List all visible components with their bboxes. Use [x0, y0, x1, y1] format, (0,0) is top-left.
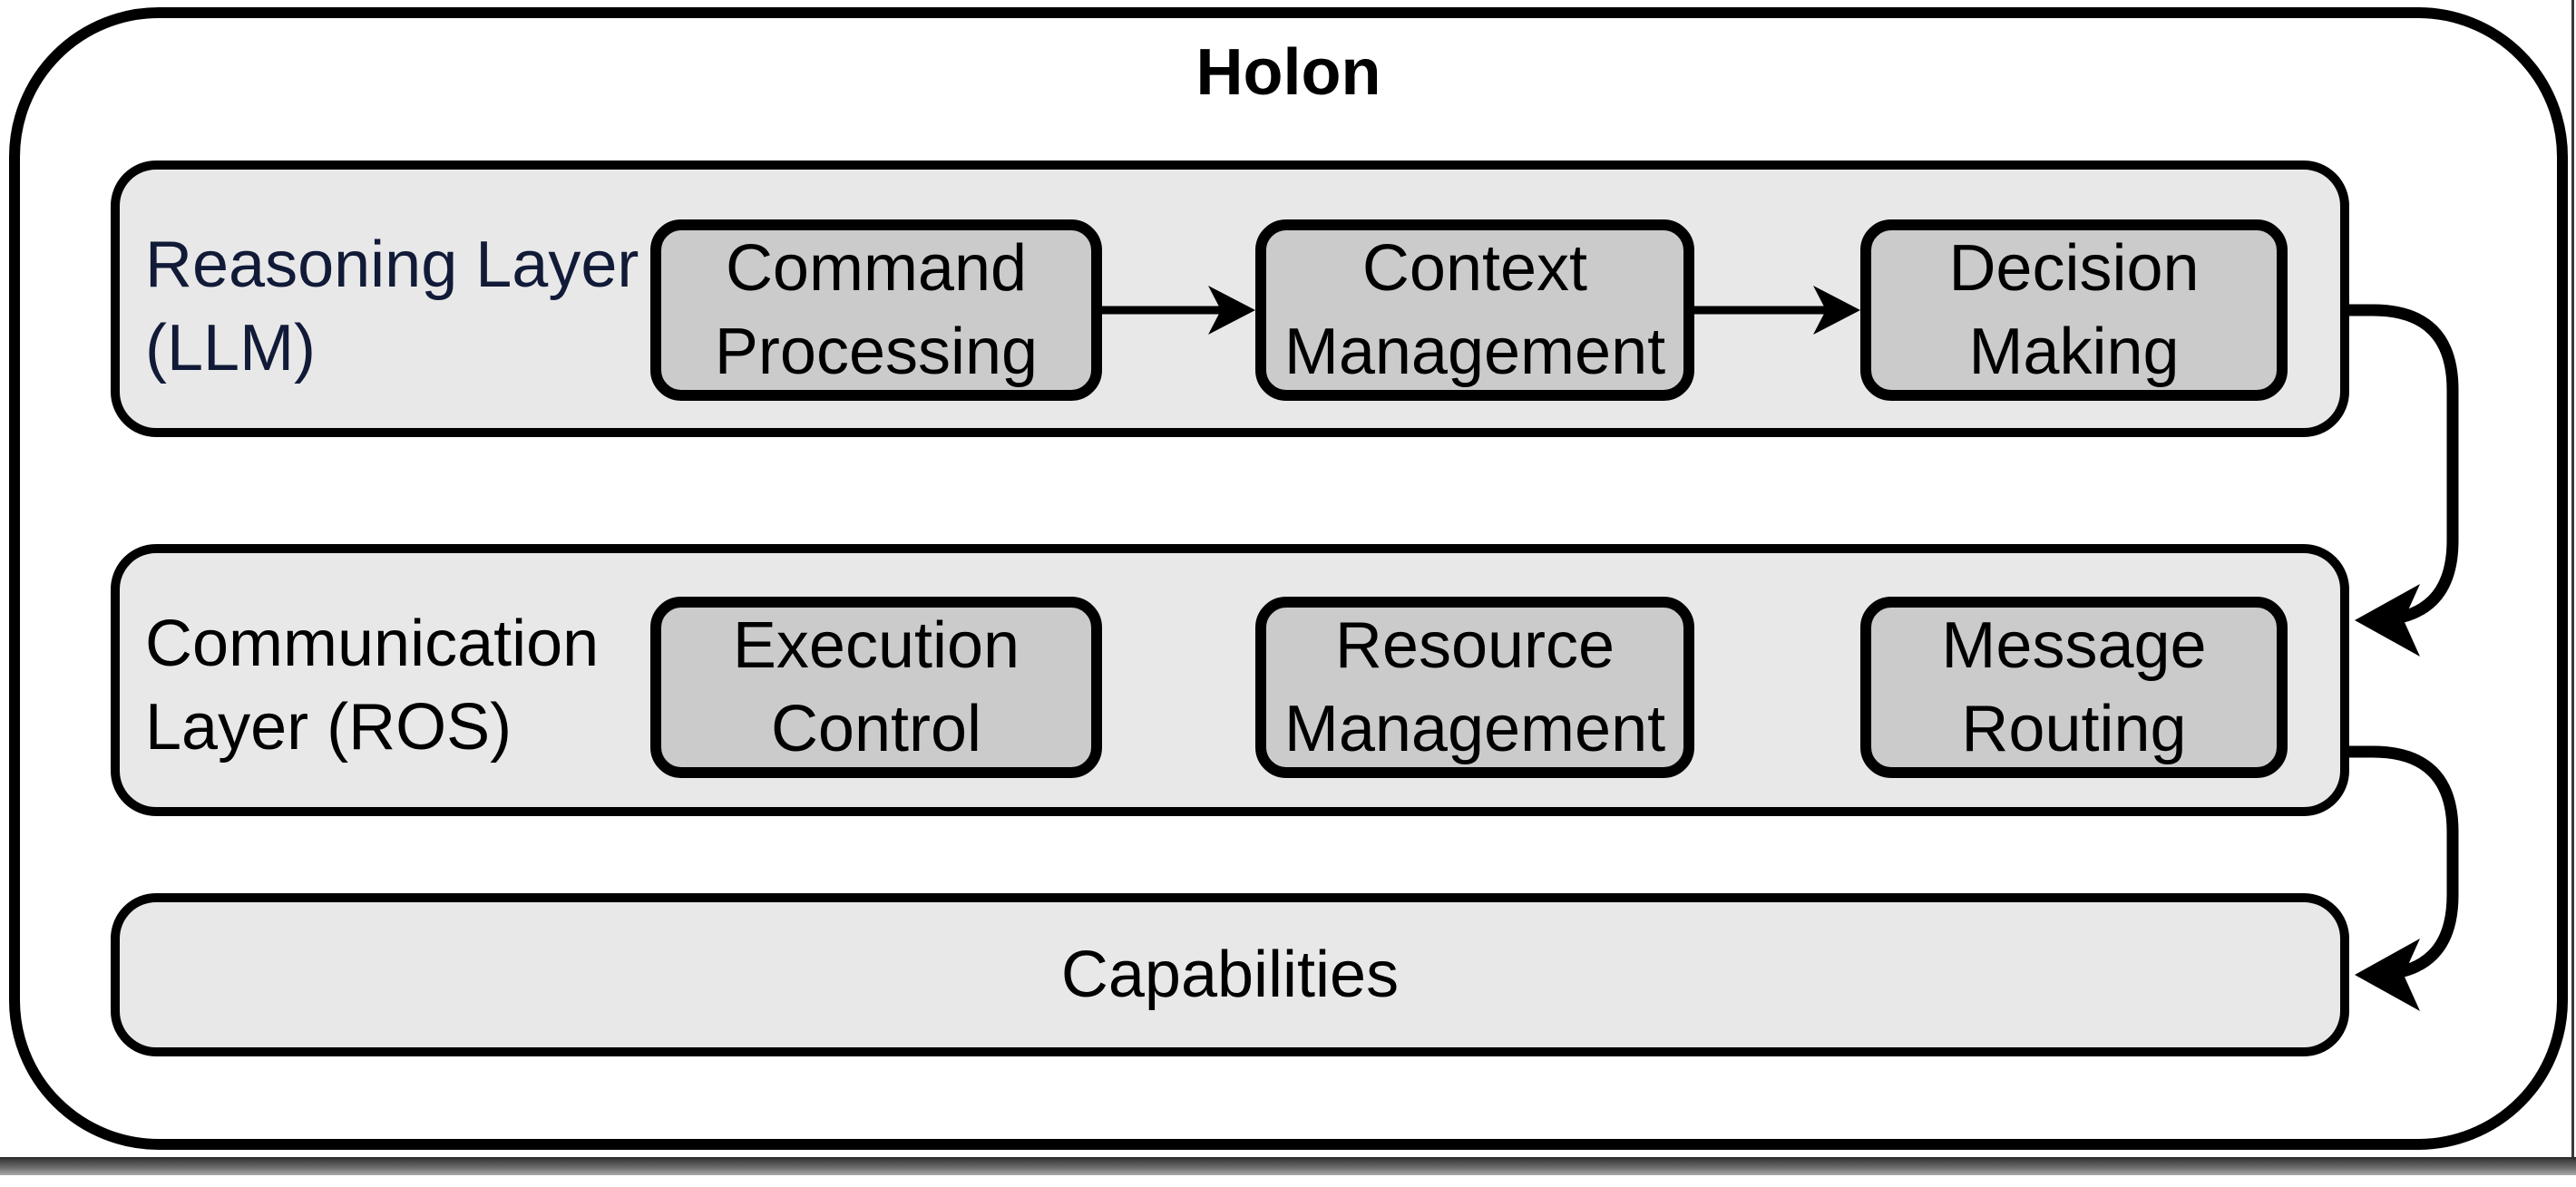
reasoning-layer-label-line1: Reasoning Layer — [145, 229, 639, 301]
reasoning-layer-label: Reasoning Layer (LLM) — [145, 223, 639, 390]
communication-layer-label-line1: Communication — [145, 608, 600, 680]
communication-layer-label-line2: Layer (ROS) — [145, 691, 512, 764]
page-edge-line — [2571, 0, 2574, 1157]
node-command-processing: Command Processing — [650, 219, 1102, 401]
capabilities-label: Capabilities — [1060, 939, 1400, 1011]
capabilities-layer-box: Capabilities — [111, 893, 2349, 1056]
node-decision-making: Decision Making — [1860, 219, 2288, 401]
diagram-title: Holon — [1195, 36, 1381, 109]
node-context-management: Context Management — [1255, 219, 1694, 401]
node-resource-management: Resource Management — [1255, 597, 1694, 778]
node-execution-control: Execution Control — [650, 597, 1102, 778]
node-message-routing: Message Routing — [1860, 597, 2288, 778]
communication-layer-label: Communication Layer (ROS) — [145, 602, 599, 769]
reasoning-layer-label-line2: (LLM) — [145, 312, 317, 384]
page-bottom-shadow — [0, 1157, 2576, 1175]
